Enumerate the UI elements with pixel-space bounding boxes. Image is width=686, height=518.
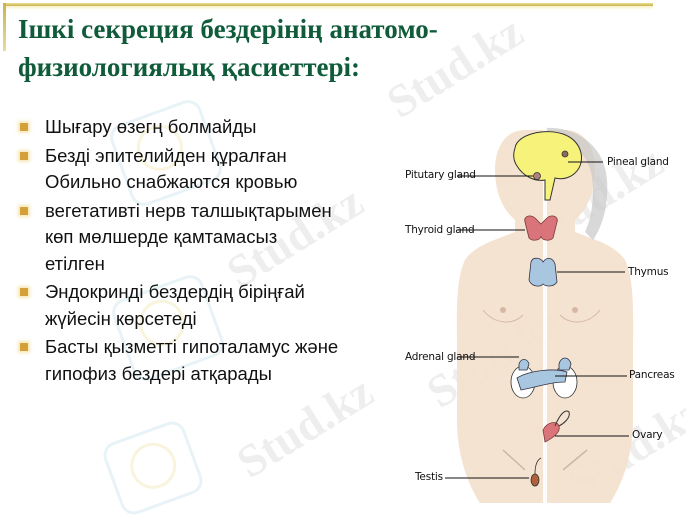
- bullet-text: етілген: [45, 252, 105, 274]
- endocrine-system-figure: Pitutary gland Pineal gland Thyroid glan…: [395, 120, 686, 503]
- bullet-text: көп мөлшерде қамтамасыз: [45, 226, 278, 247]
- pancreas: [516, 369, 568, 391]
- nipple: [500, 307, 506, 313]
- bullet-item: вегетативті нерв талшықтарымен көп мөлше…: [18, 198, 408, 278]
- bullet-item: Басты қызметті гипоталамус және гипофиз …: [18, 334, 408, 387]
- bullet-item: Безді эпителийден құралған Обильно снабж…: [18, 143, 408, 196]
- bullet-text: Обильно снабжаются кровью: [45, 171, 298, 192]
- bullet-text: гипофиз бездері атқарады: [45, 362, 272, 384]
- label-adrenal-gland: Adrenal gland: [405, 351, 476, 363]
- chest-line: [482, 309, 524, 323]
- hair: [545, 127, 608, 240]
- nipple: [572, 307, 578, 313]
- title-line: Ішкі секреция бездерінің анатомо-: [18, 14, 438, 44]
- bullet-text: Шығару өзегң болмайды: [45, 116, 257, 137]
- groin-line: [562, 449, 588, 471]
- label-thyroid-gland: Thyroid gland: [405, 224, 475, 236]
- body-illustration: [445, 127, 634, 503]
- brain: [513, 131, 582, 201]
- label-pancreas: Pancreas: [629, 369, 675, 381]
- label-pineal-gland: Pineal gland: [607, 156, 669, 168]
- bullet-item: Эндокринді бездердің біріңғай жүйесін кө…: [18, 279, 408, 332]
- title-line: физиологиялық қасиеттері:: [18, 52, 360, 82]
- pituitary-gland: [533, 172, 541, 180]
- thyroid-gland: [524, 215, 558, 241]
- pineal-gland: [561, 150, 569, 158]
- bullet-item: Шығару өзегң болмайды: [18, 114, 408, 141]
- fallopian-tube: [554, 410, 570, 427]
- bullet-square-icon: [20, 206, 28, 215]
- bullet-square-icon: [20, 288, 28, 296]
- adrenal-gland: [558, 357, 572, 371]
- label-ovary: Ovary: [632, 429, 663, 441]
- slide-title: Ішкі секреция бездерінің анатомо- физиол…: [18, 10, 578, 86]
- testis: [530, 473, 540, 487]
- ovary: [542, 422, 560, 443]
- spermatic-cord: [534, 457, 542, 475]
- label-testis: Testis: [415, 471, 443, 483]
- frame-top-border: [4, 3, 653, 6]
- label-thymus: Thymus: [628, 266, 669, 278]
- thymus-gland: [528, 257, 558, 287]
- label-pituitary-gland: Pitutary gland: [405, 169, 476, 181]
- frame-top-glow: [4, 6, 653, 10]
- midline: [543, 128, 547, 503]
- bullet-text: вегетативті нерв талшықтарымен: [45, 199, 332, 221]
- bullet-square-icon: [20, 343, 28, 351]
- bullet-list: Шығару өзегң болмайды Безді эпителийден …: [18, 114, 408, 389]
- bullet-text: Басты қызметті гипоталамус және: [45, 336, 339, 357]
- bullet-text: Безді эпителийден құралған: [45, 144, 287, 166]
- chest-line: [559, 309, 601, 323]
- bullet-square-icon: [20, 123, 28, 131]
- bullet-square-icon: [20, 151, 28, 160]
- bullet-text: Эндокринді бездердің біріңғай: [45, 281, 305, 302]
- groin-line: [502, 449, 526, 471]
- frame-left-border: [3, 3, 6, 51]
- adrenal-gland: [518, 359, 530, 371]
- bullet-text: жүйесін көрсетеді: [45, 307, 197, 329]
